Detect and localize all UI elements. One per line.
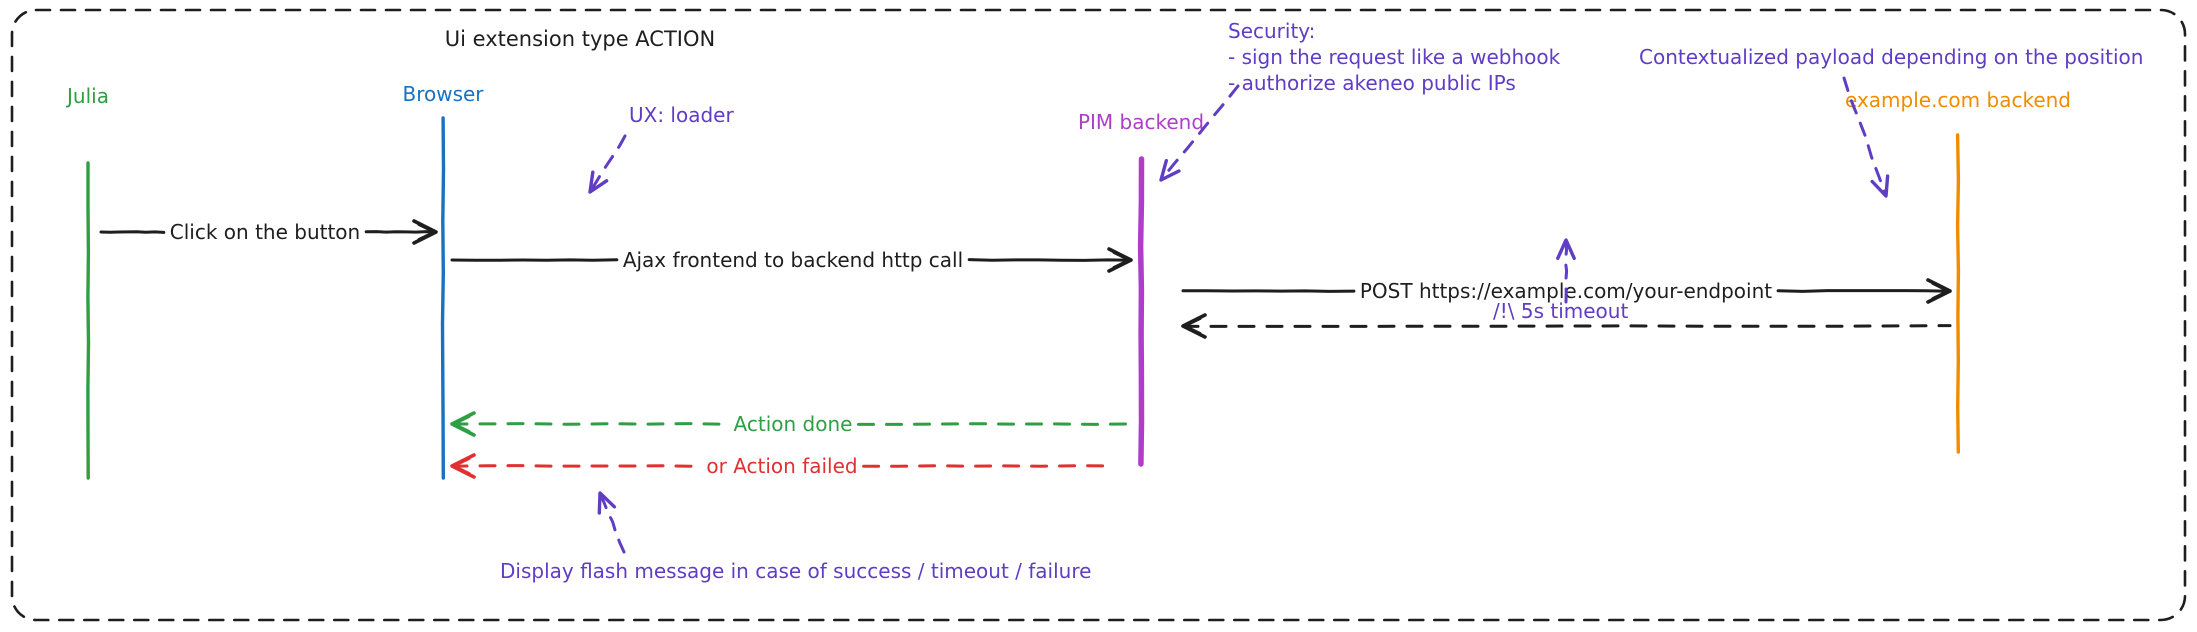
message-arrowhead-inner-post-example-endpoint	[1931, 282, 1950, 300]
message-arrowhead-inner-or-action-failed	[452, 457, 471, 475]
note-timeout-5s: /!\ 5s timeout	[1493, 238, 1628, 323]
lifeline-example-backend	[1955, 133, 1961, 454]
actor-example-backend: example.com backend	[1845, 88, 2071, 454]
diagram-frame	[10, 8, 2187, 622]
message-line-ajax-frontend-to-backend-http-call-1	[967, 258, 1133, 262]
note-text-contextualized-payload: Contextualized payload depending on the …	[1639, 45, 2143, 69]
message-line-ajax-frontend-to-backend-http-call-0	[450, 258, 619, 262]
actor-label-julia: Julia	[65, 84, 109, 108]
note-line: Security:	[1228, 19, 1315, 43]
message-response-from-example-backend	[1181, 313, 1952, 339]
message-line-or-action-failed-1	[862, 464, 1114, 468]
note-line: Display flash message in case of success…	[500, 559, 1091, 583]
actor-pim-backend: PIM backend	[1078, 110, 1204, 467]
message-label-click-on-the-button: Click on the button	[170, 220, 360, 244]
actor-julia: Julia	[65, 84, 109, 480]
note-security: Security:- sign the request like a webho…	[1159, 19, 1561, 182]
note-line: - sign the request like a webhook	[1228, 45, 1561, 69]
actor-label-pim-backend: PIM backend	[1078, 110, 1204, 134]
note-leader-display-flash-message	[598, 491, 626, 554]
actor-label-browser: Browser	[402, 82, 484, 106]
note-line: UX: loader	[629, 103, 734, 127]
message-arrowhead-inner-action-done	[452, 415, 471, 433]
note-leader-timeout-5s	[1563, 238, 1569, 304]
lifeline-browser	[440, 116, 446, 480]
note-arrowhead-ux-loader	[588, 170, 609, 194]
message-line-click-on-the-button-1	[364, 230, 438, 234]
message-arrowhead-inner-click-on-the-button	[417, 223, 436, 241]
message-label-or-action-failed: or Action failed	[706, 454, 857, 478]
note-text-display-flash-message: Display flash message in case of success…	[500, 559, 1091, 583]
message-ajax-frontend-to-backend-http-call: Ajax frontend to backend http call	[450, 247, 1133, 273]
message-line-action-done-0	[450, 422, 729, 426]
note-text-security: Security:- sign the request like a webho…	[1228, 19, 1561, 95]
note-contextualized-payload: Contextualized payload depending on the …	[1639, 45, 2143, 198]
note-arrowhead-timeout-5s	[1556, 238, 1576, 260]
note-display-flash-message: Display flash message in case of success…	[500, 491, 1091, 583]
note-leader-ux-loader	[588, 134, 627, 194]
actor-label-example-backend: example.com backend	[1845, 88, 2071, 112]
lifeline-julia	[86, 161, 91, 480]
note-arrowhead-contextualized-payload	[1870, 174, 1890, 198]
note-line: Contextualized payload depending on the …	[1639, 45, 2143, 69]
note-arrowhead-security	[1159, 159, 1181, 182]
note-line: /!\ 5s timeout	[1493, 299, 1628, 323]
message-line-post-example-endpoint-1	[1776, 289, 1952, 293]
note-arrowhead-display-flash-message	[597, 491, 617, 515]
message-action-done: Action done	[450, 411, 1133, 437]
actor-browser: Browser	[402, 82, 484, 480]
message-click-on-the-button: Click on the button	[99, 219, 438, 245]
note-line: - authorize akeneo public IPs	[1228, 71, 1516, 95]
message-line-or-action-failed-0	[450, 464, 702, 468]
page-title: Ui extension type ACTION	[445, 27, 715, 51]
message-line-post-example-endpoint-0	[1181, 289, 1356, 293]
message-line-action-done-1	[857, 422, 1133, 426]
message-arrowhead-inner-response-from-example-backend	[1183, 317, 1202, 335]
lifeline-pim-backend	[1137, 156, 1145, 467]
message-label-ajax-frontend-to-backend-http-call: Ajax frontend to backend http call	[623, 248, 963, 272]
message-line-response-from-example-backend-0	[1181, 324, 1952, 328]
message-label-action-done: Action done	[734, 412, 853, 436]
note-ux-loader: UX: loader	[588, 103, 734, 194]
note-leader-security	[1159, 84, 1240, 182]
notes-layer: UX: loader Security:- sign the request li…	[500, 19, 2143, 583]
message-line-click-on-the-button-0	[99, 230, 166, 234]
note-leader-contextualized-payload	[1842, 76, 1888, 198]
note-text-timeout-5s: /!\ 5s timeout	[1493, 299, 1628, 323]
message-or-action-failed: or Action failed	[450, 453, 1114, 479]
message-arrowhead-inner-ajax-frontend-to-backend-http-call	[1112, 251, 1131, 269]
note-text-ux-loader: UX: loader	[629, 103, 734, 127]
